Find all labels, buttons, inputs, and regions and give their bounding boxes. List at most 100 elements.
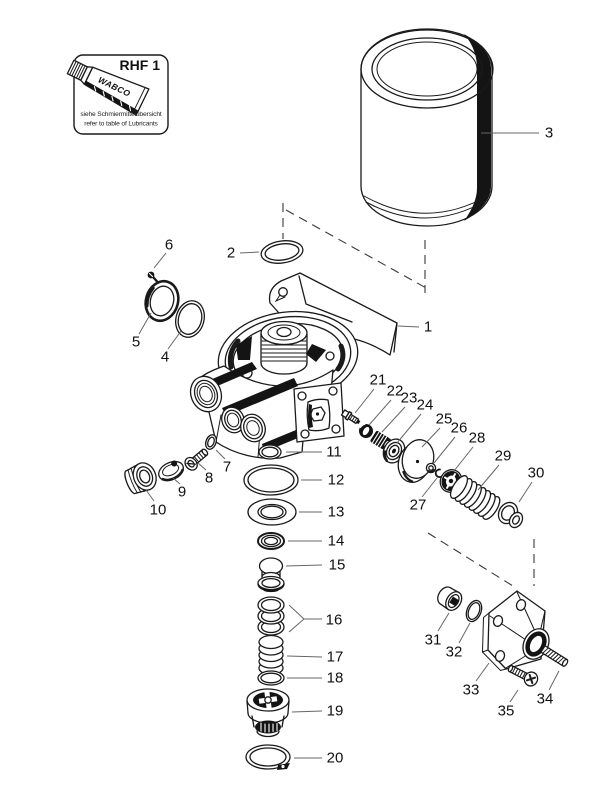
leader-line-17 [286,655,323,658]
part-number-5: 5 [132,334,140,351]
leader-line-32 [458,622,471,644]
assembly-axis-lines [282,203,535,587]
leader-line-34 [548,670,560,691]
leader-line-31 [437,612,450,632]
leader-line-16 [288,618,305,633]
lubricant-code: RHF 1 [120,57,161,73]
part-31-insert-cap [437,586,463,611]
part-number-22: 22 [387,383,404,400]
part-21-pin-screw [340,409,361,425]
part-30-cap [497,501,524,529]
leader-line-25 [421,427,441,448]
part-number-16: 16 [326,612,343,629]
part-7-o-ring [204,434,218,450]
part-3-desiccant-cartridge [360,28,494,227]
part-14-seal-ring [257,532,285,550]
part-1-housing [189,272,398,460]
part-34-stud [540,645,569,667]
part-26-washer-small [425,462,437,474]
part-number-17: 17 [327,649,344,666]
leader-line-7 [215,449,226,460]
leader-line-8 [197,462,207,471]
leader-line-16 [288,604,305,620]
part-15-piston [257,557,285,593]
part-32-o-ring [465,599,483,623]
leader-line-1 [397,325,420,328]
part-number-34: 34 [537,691,554,708]
part-number-7: 7 [223,459,231,476]
part-22-grommet [359,423,373,438]
part-number-30: 30 [528,465,545,482]
part-number-19: 19 [327,703,344,720]
part-number-35: 35 [498,703,515,720]
part-number-11: 11 [326,444,342,461]
leader-line-6 [153,252,167,269]
leader-line-35 [509,689,519,703]
part-19-valve-cartridge [246,688,290,738]
part-10-threaded-plug [124,462,157,495]
part-number-29: 29 [495,448,512,465]
part-12-o-ring-large [243,464,299,496]
part-5-sealing-ring [144,279,180,323]
part-9-valve-disc [158,460,184,482]
leader-line-21 [354,388,375,414]
lubricant-tube-icon: WABCO [66,59,150,116]
part-number-3: 3 [545,125,553,142]
part-35-screw [507,664,539,687]
part-number-32: 32 [446,644,463,661]
part-29-spring [449,475,501,520]
leader-line-15 [285,564,323,567]
part-number-18: 18 [327,670,344,687]
leader-line-33 [475,662,490,682]
part-number-9: 9 [178,484,186,501]
leader-line-10 [145,489,155,502]
leader-line-19 [291,710,323,713]
part-number-27: 27 [410,497,427,514]
part-number-25: 25 [436,411,453,428]
leader-line-26 [433,436,456,464]
leader-line-27 [421,477,438,498]
part-8-valve-bolt [184,448,209,471]
part-27-clip [434,468,443,478]
leader-line-30 [518,481,533,503]
part-11-o-ring [258,444,282,460]
lubricant-info-box: RHF 1 WABCO siehe Schmiermittelübersicht… [66,54,169,135]
leader-line-4 [167,330,182,350]
part-number-31: 31 [425,632,442,649]
part-number-10: 10 [150,502,167,519]
part-number-13: 13 [328,504,345,521]
leader-line-23 [381,406,406,433]
part-number-15: 15 [329,557,346,574]
leader-line-24 [396,413,422,444]
part-number-33: 33 [463,682,480,699]
part-number-20: 20 [327,750,344,767]
part-number-14: 14 [328,533,345,550]
part-number-21: 21 [370,372,387,389]
part-13-washer [247,498,297,526]
part-number-23: 23 [401,390,418,407]
part-number-12: 12 [328,472,345,489]
part-number-26: 26 [451,420,468,437]
part-number-2: 2 [227,245,235,262]
part-number-1: 1 [424,319,432,336]
part-17-spring [258,634,284,676]
leader-line-22 [368,399,392,426]
part-20-snap-ring [245,744,291,770]
part-4-o-ring [175,300,205,338]
lubricant-note-en: refer to table of Lubricants [84,121,158,128]
part-number-4: 4 [161,349,169,366]
part-16-o-ring-set [257,596,285,636]
leader-line-2 [239,251,260,254]
part-number-8: 8 [205,470,213,487]
leader-line-28 [453,446,474,472]
part-18-o-ring [257,670,285,686]
leader-line-9 [172,477,181,485]
part-number-24: 24 [417,397,434,414]
leader-line-5 [138,312,152,335]
part-number-6: 6 [165,237,173,254]
part-2-o-ring [260,240,304,264]
part-number-28: 28 [469,430,486,447]
leader-line-29 [477,464,500,491]
